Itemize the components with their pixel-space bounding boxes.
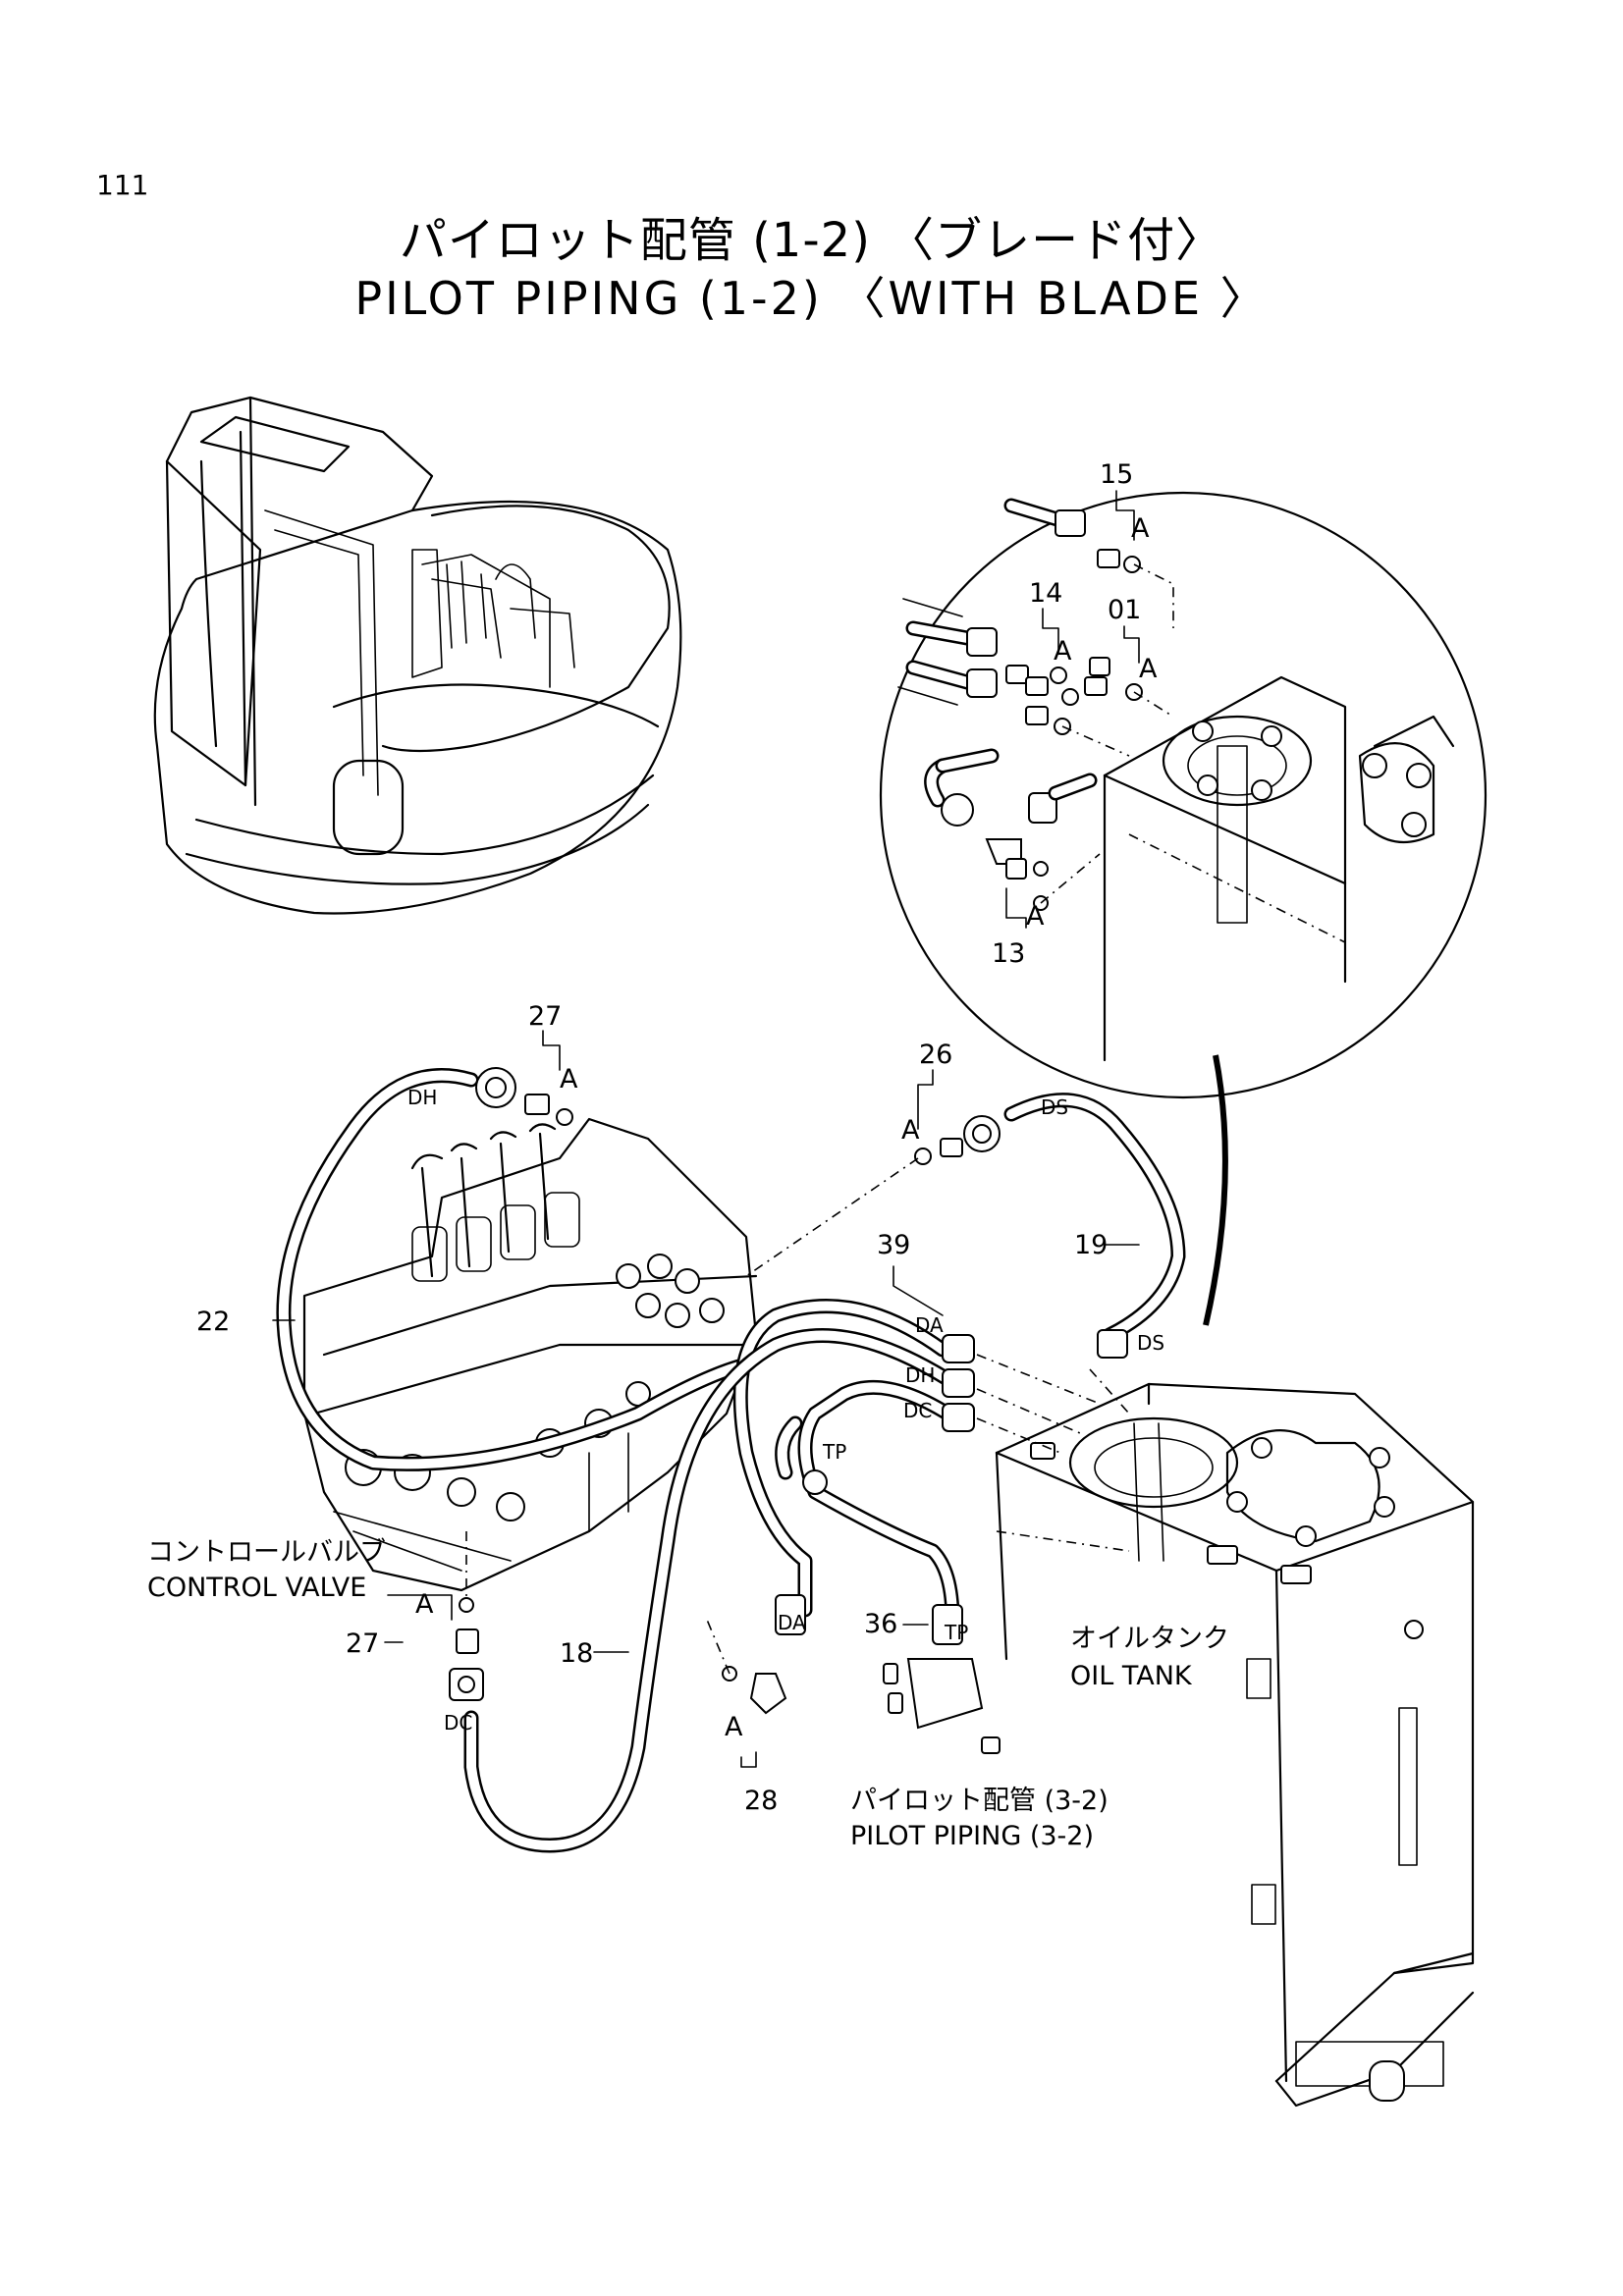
group-marks: A A A A A A A A bbox=[415, 513, 1158, 1742]
tag-dc-tank: DC bbox=[903, 1399, 932, 1422]
callout-19: 19 bbox=[1074, 1230, 1108, 1260]
oil-tank-label-en: OIL TANK bbox=[1070, 1661, 1193, 1691]
oil-tank-label-jp: オイルタンク bbox=[1070, 1624, 1229, 1654]
control-valve bbox=[302, 1117, 758, 1592]
callout-28: 28 bbox=[744, 1786, 778, 1816]
callout-27-bottom: 27 bbox=[346, 1629, 379, 1659]
tank-connection-detail bbox=[879, 491, 1488, 1099]
callout-22: 22 bbox=[196, 1307, 230, 1337]
group-a-01: A bbox=[1139, 654, 1158, 684]
title-english: PILOT PIPING (1-2) 〈WITH BLADE 〉 bbox=[354, 272, 1269, 325]
oil-tank bbox=[995, 1382, 1475, 2108]
group-a-26: A bbox=[901, 1115, 920, 1146]
hose-tags: DH DS DS DA DH DC TP DA TP DC bbox=[407, 1086, 1164, 1735]
tag-dh-tank: DH bbox=[905, 1363, 935, 1387]
callout-39: 39 bbox=[877, 1230, 910, 1260]
tag-ds-bottom: DS bbox=[1137, 1331, 1164, 1355]
group-a-13: A bbox=[1026, 901, 1045, 932]
page-number: 111 bbox=[96, 169, 149, 201]
control-valve-label-en: CONTROL VALVE bbox=[147, 1573, 366, 1603]
excavator-overview bbox=[153, 396, 682, 915]
tag-da-tank: DA bbox=[915, 1313, 944, 1337]
routing-lines bbox=[465, 1157, 1130, 1675]
tag-dc-bottom: DC bbox=[444, 1711, 472, 1735]
leader-lines bbox=[272, 490, 1140, 1768]
callout-15: 15 bbox=[1100, 459, 1133, 490]
callout-01: 01 bbox=[1108, 595, 1141, 625]
fittings bbox=[449, 1067, 1128, 1754]
callout-18: 18 bbox=[560, 1638, 593, 1669]
title-japanese: パイロット配管 (1-2) 〈ブレード付〉 bbox=[399, 213, 1224, 268]
detail-leader-line bbox=[1203, 1054, 1228, 1326]
group-a-27-bottom: A bbox=[415, 1589, 434, 1620]
group-a-28: A bbox=[725, 1712, 743, 1742]
callout-26: 26 bbox=[919, 1040, 952, 1070]
pilot-piping-ref-jp: パイロット配管 (3-2) bbox=[850, 1786, 1109, 1816]
tag-tp-bottom: TP bbox=[944, 1621, 968, 1644]
tag-ds-top: DS bbox=[1041, 1095, 1068, 1119]
group-a-14: A bbox=[1054, 636, 1072, 667]
pilot-piping-ref-en: PILOT PIPING (3-2) bbox=[850, 1821, 1094, 1851]
component-captions: コントロールバルブ CONTROL VALVE オイルタンク OIL TANK … bbox=[147, 1537, 1229, 1851]
tag-dh-top: DH bbox=[407, 1086, 437, 1109]
callout-13: 13 bbox=[992, 938, 1025, 969]
group-a-27-top: A bbox=[560, 1064, 578, 1095]
callout-27-top: 27 bbox=[528, 1001, 562, 1032]
tag-tp-top: TP bbox=[822, 1440, 846, 1464]
part-callouts: 15 14 01 13 27 26 39 19 22 27 18 28 36 bbox=[196, 459, 1141, 1816]
callout-14: 14 bbox=[1029, 578, 1062, 609]
group-a-15: A bbox=[1131, 513, 1150, 544]
control-valve-label-jp: コントロールバルブ bbox=[147, 1537, 386, 1568]
callout-36: 36 bbox=[864, 1609, 897, 1639]
tag-da-bottom: DA bbox=[778, 1611, 806, 1634]
